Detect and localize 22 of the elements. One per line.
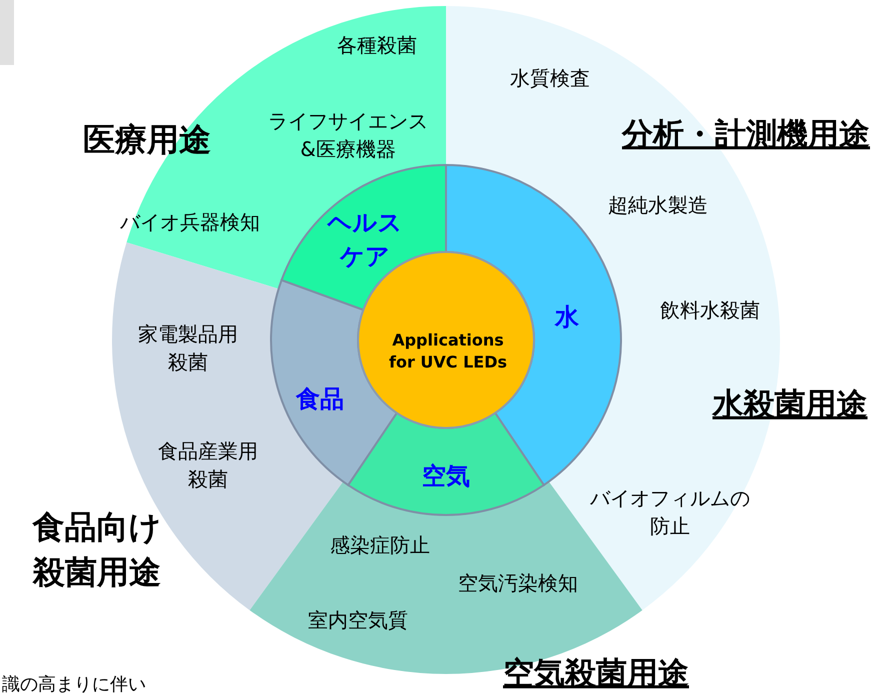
segment-label: 食品 <box>296 384 344 416</box>
application-label: ライフサイエンス&医療機器 <box>267 108 429 163</box>
category-heading: 水殺菌用途 <box>712 385 868 424</box>
category-heading: 空気殺菌用途 <box>503 654 689 694</box>
application-label: バイオフィルムの防止 <box>589 485 751 540</box>
segment-label: Applications for UVC LEDs <box>388 330 508 374</box>
category-heading: 食品向け殺菌用途 <box>31 507 162 593</box>
application-label: 超純水製造 <box>608 192 708 219</box>
note-text: 識の高まりに伴い <box>2 673 146 696</box>
application-label: 感染症防止 <box>330 532 430 559</box>
application-label: 食品産業用殺菌 <box>157 438 259 493</box>
application-label: 水質検査 <box>510 65 590 92</box>
category-heading: 分析・計測機用途 <box>622 115 870 154</box>
application-label: 家電製品用殺菌 <box>137 321 239 376</box>
category-heading: 医療用途 <box>83 120 211 161</box>
application-label: 室内空気質 <box>308 607 408 634</box>
application-label: 各種殺菌 <box>337 32 417 59</box>
application-label: 飲料水殺菌 <box>660 297 760 324</box>
segment-label: 空気 <box>422 461 470 492</box>
application-label: 空気汚染検知 <box>458 570 578 597</box>
segment-label: 水 <box>555 302 579 334</box>
segment-label: ヘルスケア <box>326 207 404 272</box>
